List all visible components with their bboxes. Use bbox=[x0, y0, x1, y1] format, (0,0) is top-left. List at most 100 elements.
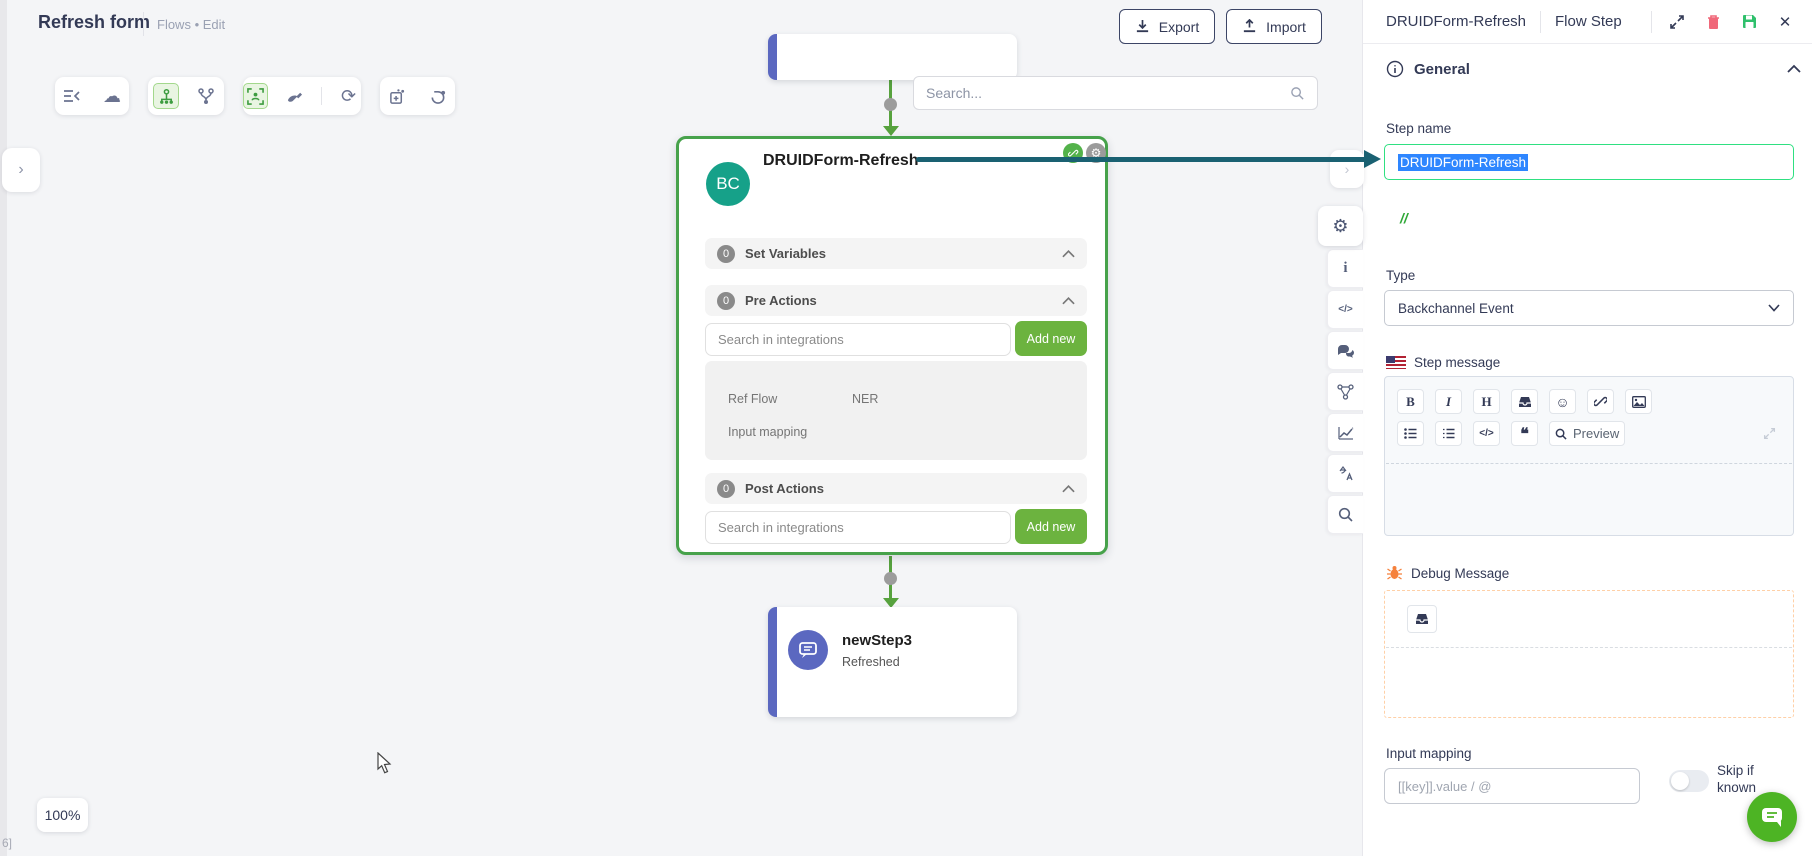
step-name-input[interactable]: DRUIDForm-Refresh bbox=[1384, 144, 1794, 180]
editor-toolbar-row2: </> ❝ Preview bbox=[1397, 421, 1626, 446]
previous-step-node[interactable] bbox=[768, 34, 1017, 80]
step-message-editor[interactable]: B I H ☺ < bbox=[1384, 376, 1794, 536]
connector-dot[interactable] bbox=[884, 572, 897, 585]
us-flag-icon[interactable] bbox=[1386, 356, 1406, 369]
connector-dot[interactable] bbox=[884, 98, 897, 111]
toolbar-group-actions bbox=[380, 77, 455, 115]
input-mapping-label: Input mapping bbox=[1386, 746, 1472, 761]
node-accent-bar bbox=[768, 607, 777, 717]
tree-view-icon[interactable] bbox=[153, 83, 179, 109]
cloud-icon[interactable]: ☁ bbox=[103, 86, 121, 106]
type-select[interactable]: Backchannel Event bbox=[1384, 290, 1794, 326]
comment-marker[interactable]: // bbox=[1400, 210, 1408, 226]
preview-button[interactable]: Preview bbox=[1549, 421, 1626, 446]
expand-editor-icon[interactable] bbox=[1763, 427, 1776, 440]
input-mapping-field bbox=[1384, 768, 1640, 804]
branch-view-icon[interactable] bbox=[193, 83, 219, 109]
bug-icon bbox=[1387, 566, 1402, 580]
flow-step-node-druidform-refresh[interactable]: DRUIDForm-Refresh BC ⚙ 0 Set Variables 0… bbox=[676, 136, 1108, 555]
action-detail-box[interactable]: Ref Flow NER Input mapping bbox=[705, 361, 1087, 460]
chevron-up-icon[interactable] bbox=[1062, 484, 1075, 493]
panel-header: DRUIDForm-Refresh Flow Step ✕ bbox=[1363, 0, 1812, 44]
export-button[interactable]: Export bbox=[1119, 9, 1215, 44]
count-badge: 0 bbox=[717, 291, 735, 310]
bullet-list-icon[interactable] bbox=[1397, 421, 1424, 446]
left-edge-strip bbox=[0, 0, 7, 856]
collapse-menu-icon[interactable] bbox=[59, 83, 85, 109]
tab-search[interactable] bbox=[1327, 495, 1363, 534]
tab-info[interactable]: i bbox=[1327, 249, 1363, 288]
type-label: Type bbox=[1386, 268, 1416, 283]
skip-if-known-toggle[interactable] bbox=[1669, 770, 1709, 792]
image-icon[interactable] bbox=[1625, 389, 1652, 414]
tab-settings[interactable]: ⚙ bbox=[1318, 206, 1363, 246]
gear-icon: ⚙ bbox=[1332, 215, 1349, 236]
chevron-up-icon[interactable] bbox=[1062, 249, 1075, 258]
panel-collapse-tab[interactable]: › bbox=[1330, 150, 1364, 188]
canvas-search-input[interactable] bbox=[926, 85, 1290, 101]
post-actions-search-input[interactable] bbox=[718, 520, 998, 535]
sync-icon[interactable]: ⟳ bbox=[340, 86, 357, 106]
count-badge: 0 bbox=[717, 479, 735, 498]
count-badge: 0 bbox=[717, 244, 735, 263]
tab-flow-connections[interactable] bbox=[1327, 372, 1363, 411]
expand-left-panel-tab[interactable]: › bbox=[2, 148, 40, 192]
chevron-right-icon: › bbox=[18, 161, 24, 178]
section-set-variables[interactable]: 0 Set Variables bbox=[705, 238, 1087, 269]
draw-edit-icon[interactable] bbox=[282, 83, 307, 109]
info-circle-icon bbox=[1386, 60, 1404, 78]
download-icon bbox=[1136, 19, 1148, 33]
section-pre-actions[interactable]: 0 Pre Actions bbox=[705, 285, 1087, 316]
redo-icon[interactable] bbox=[425, 83, 451, 109]
ordered-list-icon[interactable] bbox=[1435, 421, 1462, 446]
skip-if-known-label: Skip if known bbox=[1717, 763, 1757, 795]
heading-icon[interactable]: H bbox=[1473, 389, 1500, 414]
pre-actions-search-input[interactable] bbox=[718, 332, 998, 347]
properties-panel: DRUIDForm-Refresh Flow Step ✕ General St… bbox=[1362, 0, 1812, 856]
code-icon[interactable]: </> bbox=[1473, 421, 1500, 446]
pre-actions-add-new-button[interactable]: Add new bbox=[1015, 321, 1087, 356]
tray-icon[interactable] bbox=[1511, 389, 1538, 414]
delete-step-icon[interactable] bbox=[1702, 11, 1724, 33]
emoji-icon[interactable]: ☺ bbox=[1549, 389, 1576, 414]
debug-message-box[interactable] bbox=[1384, 590, 1794, 718]
import-button[interactable]: Import bbox=[1226, 9, 1322, 44]
general-section-header[interactable]: General bbox=[1386, 60, 1470, 78]
close-panel-icon[interactable]: ✕ bbox=[1778, 13, 1792, 31]
breadcrumb-flows[interactable]: Flows bbox=[157, 17, 191, 32]
debug-tray-icon[interactable] bbox=[1407, 605, 1437, 633]
flow-step-node-newstep3[interactable]: newStep3 Refreshed bbox=[768, 607, 1017, 717]
zoom-level-badge[interactable]: 100% bbox=[37, 798, 88, 832]
tab-code[interactable]: </> bbox=[1327, 290, 1363, 329]
node-title: newStep3 bbox=[842, 632, 913, 649]
chat-bubbles-icon bbox=[1338, 344, 1354, 358]
tab-translate[interactable] bbox=[1327, 454, 1363, 493]
post-actions-add-new-button[interactable]: Add new bbox=[1015, 509, 1087, 544]
tab-conversation[interactable] bbox=[1327, 331, 1363, 370]
collapse-general-chevron-icon[interactable] bbox=[1787, 64, 1801, 73]
pre-actions-search bbox=[705, 323, 1011, 356]
save-step-icon[interactable] bbox=[1738, 11, 1760, 33]
breadcrumb: Flows • Edit bbox=[157, 17, 225, 32]
chat-bubble-icon bbox=[1762, 808, 1782, 827]
ref-flow-label: Ref Flow bbox=[728, 392, 778, 406]
message-step-icon bbox=[788, 630, 828, 670]
step-message-header: Step message bbox=[1386, 355, 1500, 370]
code-icon: </> bbox=[1338, 304, 1353, 315]
add-step-icon[interactable] bbox=[385, 83, 411, 109]
search-icon bbox=[1291, 86, 1304, 100]
chevron-up-icon[interactable] bbox=[1062, 296, 1075, 305]
bold-icon[interactable]: B bbox=[1397, 389, 1424, 414]
blockquote-icon[interactable]: ❝ bbox=[1511, 421, 1538, 446]
tab-analytics[interactable] bbox=[1327, 413, 1363, 452]
input-mapping-input[interactable] bbox=[1398, 778, 1626, 794]
focus-node-icon[interactable] bbox=[243, 83, 269, 109]
section-post-actions[interactable]: 0 Post Actions bbox=[705, 473, 1087, 504]
flow-branch-icon bbox=[1337, 383, 1354, 400]
live-chat-button[interactable] bbox=[1747, 792, 1797, 842]
expand-panel-icon[interactable] bbox=[1666, 11, 1688, 33]
italic-icon[interactable]: I bbox=[1435, 389, 1462, 414]
editor-toolbar-row1: B I H ☺ bbox=[1397, 389, 1652, 414]
link-icon[interactable] bbox=[1587, 389, 1614, 414]
toolbar-group-menu: ☁ bbox=[55, 77, 129, 115]
